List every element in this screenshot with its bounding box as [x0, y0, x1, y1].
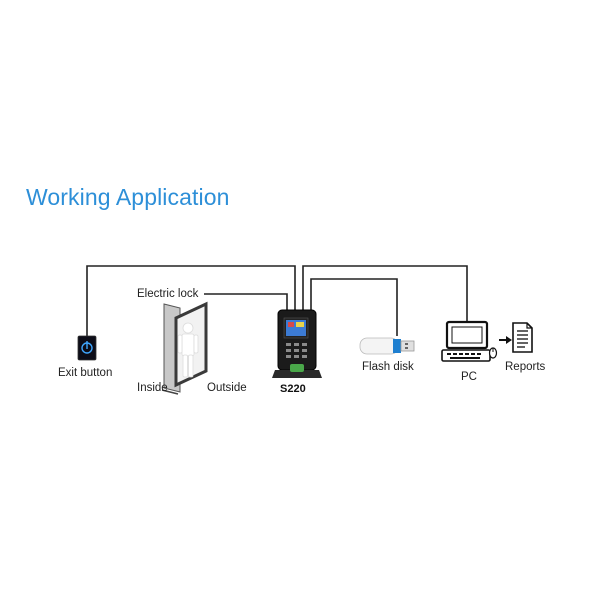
reports-label: Reports: [505, 361, 546, 373]
pc-label: PC: [461, 371, 477, 383]
exit-button-icon: [77, 335, 97, 361]
s220-device-icon: [272, 309, 322, 378]
flash-disk-label: Flash disk: [362, 361, 414, 373]
wiring-lines: [86, 265, 468, 336]
wire-electric-lock: [204, 293, 288, 310]
wire-flash-disk: [310, 278, 398, 336]
arrow-icon: [499, 336, 512, 344]
flash-disk-icon: [359, 337, 415, 355]
wire-exit-button: [86, 265, 296, 336]
diagram-title: Working Application: [26, 184, 230, 210]
wire-pc: [302, 265, 468, 322]
pc-icon: [441, 320, 498, 362]
device-label: S220: [280, 383, 306, 395]
reports-icon: [512, 322, 533, 353]
door-icon: [161, 301, 208, 395]
inside-label: Inside: [137, 382, 168, 394]
outside-label: Outside: [207, 382, 247, 394]
electric-lock-label: Electric lock: [137, 288, 199, 300]
exit-button-label: Exit button: [58, 367, 112, 379]
